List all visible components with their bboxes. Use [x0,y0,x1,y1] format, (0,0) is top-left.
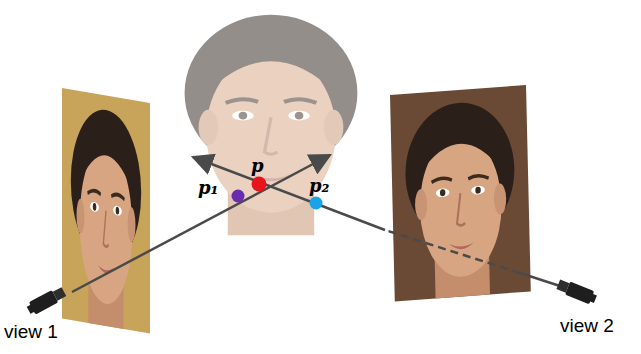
ray-view2 [520,273,560,286]
point-p [252,177,267,192]
camera-view2 [556,278,598,306]
ray-view1 [72,155,330,292]
point-p1 [232,190,245,203]
point-p2 [310,197,323,210]
view1-image [62,88,150,343]
point-label: p [251,155,264,177]
view-label: view 2 [560,315,614,337]
view2-image [390,85,531,310]
point-label: p₁ [198,177,218,199]
ray-view2 [193,157,385,230]
ray-view2-dashed [385,230,520,273]
view-label: view 1 [4,321,58,343]
camera-view1 [25,285,67,316]
point-label: p₂ [309,175,329,197]
